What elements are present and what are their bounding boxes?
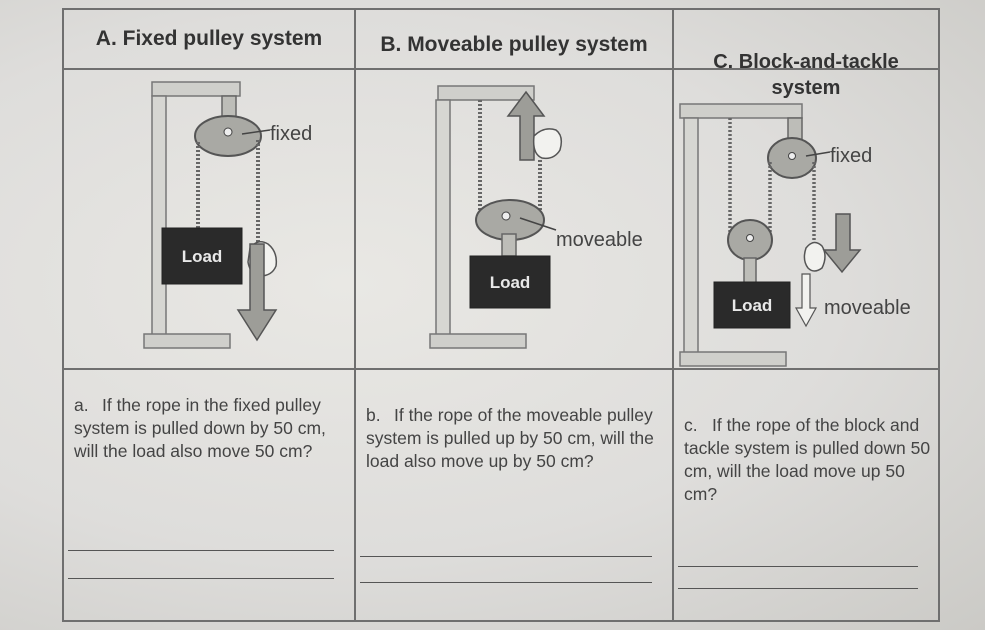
top-pulley-axle <box>788 152 796 160</box>
header-moveable-pulley: B. Moveable pulley system <box>354 8 674 70</box>
question-a: a.If the rope in the fixed pulley system… <box>74 394 348 463</box>
answer-line-c-1[interactable] <box>678 566 918 567</box>
pulley-table: A. Fixed pulley system B. Moveable pulle… <box>62 8 940 622</box>
frame-top-beam <box>151 81 241 97</box>
load-label: Load <box>490 273 531 292</box>
load-block <box>469 255 551 309</box>
question-a-text: If the rope in the fixed pulley system i… <box>74 395 326 461</box>
frame-base <box>143 333 231 349</box>
fixed-pulley-diagram: fixed Load <box>143 81 312 349</box>
question-b: b.If the rope of the moveable pulley sys… <box>366 404 666 473</box>
question-c: c.If the rope of the block and tackle sy… <box>684 414 932 506</box>
question-a-letter: a. <box>74 395 89 415</box>
header-a-text: A. Fixed pulley system <box>95 27 323 50</box>
block-and-tackle-diagram: fixed Load moveable <box>679 103 911 367</box>
question-a-cell: a.If the rope in the fixed pulley system… <box>62 368 356 622</box>
fixed-label: fixed <box>270 123 312 145</box>
question-c-cell: c.If the rope of the block and tackle sy… <box>672 368 940 622</box>
pulley-hook <box>501 233 517 257</box>
load-block <box>161 227 243 285</box>
hand-icon <box>532 128 563 160</box>
up-arrow-icon <box>506 90 546 161</box>
answer-line-a-1[interactable] <box>68 550 334 551</box>
pulley-axle <box>223 127 233 137</box>
figure-c-cell: fixed Load moveable <box>672 68 940 370</box>
frame-base <box>679 351 787 367</box>
frame-post <box>683 117 699 355</box>
load-block <box>713 281 791 329</box>
question-b-letter: b. <box>366 405 381 425</box>
answer-line-b-2[interactable] <box>360 582 652 583</box>
bottom-pulley-axle <box>746 234 754 242</box>
bottom-pulley-hook <box>743 257 757 285</box>
moveable-pulley-diagram: moveable Load <box>429 85 643 349</box>
header-fixed-pulley: A. Fixed pulley system <box>62 8 356 70</box>
moveable-label: moveable <box>824 297 911 319</box>
answer-line-a-2[interactable] <box>68 578 334 579</box>
down-arrow-icon <box>236 243 278 342</box>
moveable-label: moveable <box>556 229 643 251</box>
question-b-text: If the rope of the moveable pulley syste… <box>366 405 654 471</box>
frame-base <box>429 333 527 349</box>
fixed-label: fixed <box>830 145 872 167</box>
hand-icon <box>803 241 826 272</box>
header-c-line1: C. Block-and-tackle <box>713 51 899 73</box>
load-label: Load <box>182 247 223 266</box>
answer-line-c-2[interactable] <box>678 588 918 589</box>
answer-line-b-1[interactable] <box>360 556 652 557</box>
pulley-axle <box>501 211 511 221</box>
moveable-pointer <box>519 217 557 231</box>
down-arrow-icon <box>822 213 862 274</box>
figure-b-cell: moveable Load <box>354 68 674 370</box>
frame-post <box>151 95 167 343</box>
question-c-letter: c. <box>684 415 698 435</box>
frame-top-beam <box>679 103 803 119</box>
load-label: Load <box>732 296 773 315</box>
small-down-arrow-icon <box>794 273 818 328</box>
header-b-text: B. Moveable pulley system <box>380 33 648 56</box>
figure-a-cell: fixed Load <box>62 68 356 370</box>
question-c-text: If the rope of the block and tackle syst… <box>684 415 931 504</box>
question-b-cell: b.If the rope of the moveable pulley sys… <box>354 368 674 622</box>
header-block-and-tackle: C. Block-and-tackle system <box>672 8 940 99</box>
frame-post <box>435 99 451 337</box>
fixed-pointer <box>805 151 831 157</box>
frame-top-beam <box>437 85 535 101</box>
fixed-pointer <box>241 129 271 135</box>
